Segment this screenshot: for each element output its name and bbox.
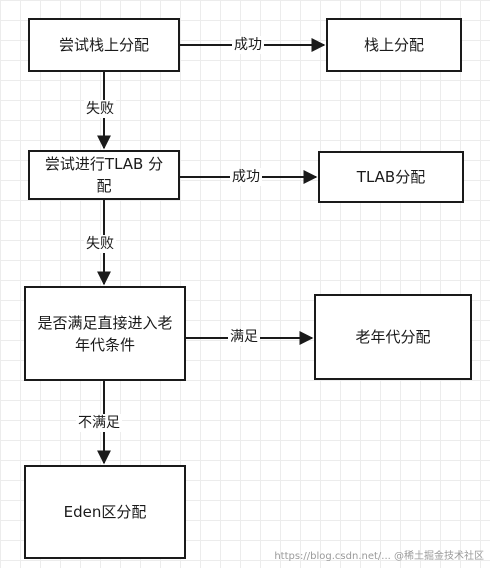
node-tlab-try-label: 尝试进行TLAB 分配	[44, 155, 164, 195]
node-tlab-alloc-label: TLAB分配	[356, 168, 426, 186]
node-old-check-label: 是否满足直接进入老年代条件	[37, 313, 173, 354]
edge-label-old-unsatisfy: 不满足	[76, 414, 122, 432]
edge-label-stack-fail: 失败	[84, 100, 116, 118]
edge-label-old-satisfy: 满足	[228, 328, 260, 346]
node-stack-try[interactable]: 尝试栈上分配	[28, 18, 180, 72]
node-old-alloc[interactable]: 老年代分配	[314, 294, 472, 380]
node-eden-alloc-label: Eden区分配	[63, 503, 147, 521]
node-tlab-alloc[interactable]: TLAB分配	[318, 151, 464, 203]
node-eden-alloc[interactable]: Eden区分配	[24, 465, 186, 559]
node-tlab-try[interactable]: 尝试进行TLAB 分配	[28, 150, 180, 200]
edge-label-stack-success: 成功	[232, 36, 264, 54]
node-old-check[interactable]: 是否满足直接进入老年代条件	[24, 286, 186, 381]
node-stack-alloc-label: 栈上分配	[363, 36, 424, 54]
node-stack-alloc[interactable]: 栈上分配	[326, 18, 462, 72]
edge-label-tlab-fail: 失败	[84, 235, 116, 253]
node-stack-try-label: 尝试栈上分配	[58, 36, 149, 54]
edge-label-tlab-success: 成功	[230, 168, 262, 186]
watermark-text: https://blog.csdn.net/... @稀土掘金技术社区	[274, 551, 484, 562]
node-old-alloc-label: 老年代分配	[355, 328, 431, 346]
